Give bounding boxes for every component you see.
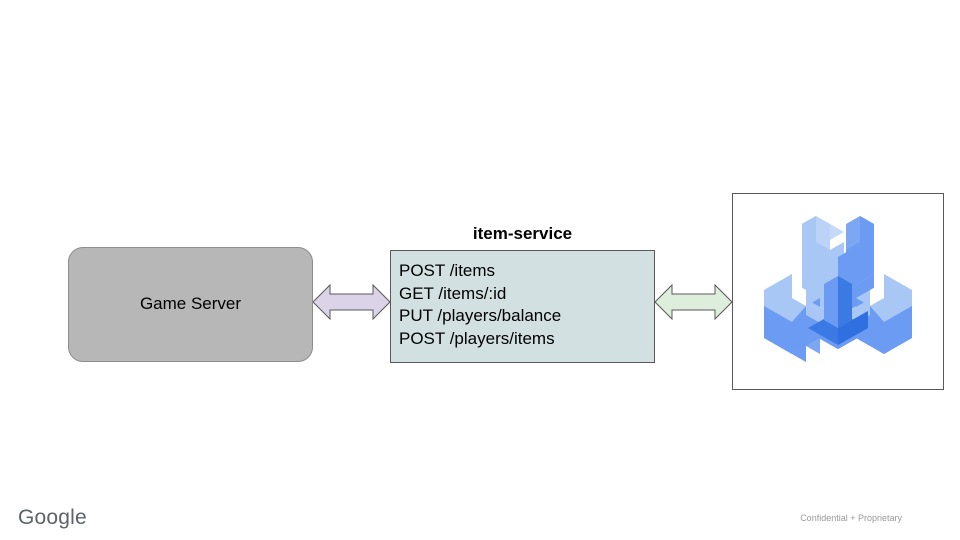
connector-game-server-to-item-service[interactable] [313, 281, 390, 323]
tri-wrench-icon [764, 215, 912, 362]
game-server-label: Game Server [139, 294, 242, 314]
endpoint-item-2: PUT /players/balance [399, 306, 562, 325]
confidentiality-note: Confidential + Proprietary [800, 513, 902, 523]
double-headed-arrow-icon [655, 283, 732, 321]
datastore-image-frame [732, 193, 944, 390]
google-wordmark: Google [18, 506, 87, 529]
double-headed-arrow-icon [313, 283, 390, 321]
endpoint-item-0: POST /items [399, 261, 496, 280]
connector-item-service-to-datastore[interactable] [655, 281, 732, 323]
item-service-title: item-service [472, 224, 573, 243]
item-service-box[interactable]: POST /items GET /items/:id PUT /players/… [390, 250, 655, 363]
endpoint-item-1: GET /items/:id [399, 283, 507, 303]
game-server-node[interactable]: Game Server [68, 247, 313, 362]
endpoint-item-3: POST /players/items [399, 328, 555, 348]
